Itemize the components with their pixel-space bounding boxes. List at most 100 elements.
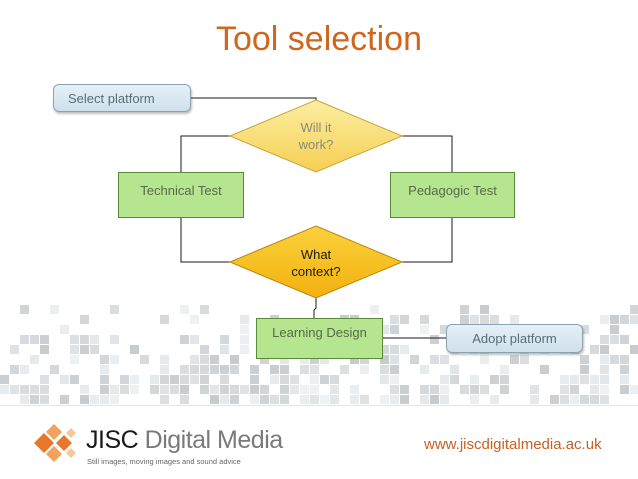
pattern-square — [400, 345, 409, 354]
pattern-square — [280, 375, 289, 384]
pattern-square — [40, 385, 49, 394]
pattern-square — [210, 385, 219, 394]
pattern-square — [530, 385, 539, 394]
adopt-platform-label: Adopt platform — [472, 331, 557, 346]
pattern-square — [0, 375, 9, 384]
pattern-square — [360, 395, 369, 404]
pattern-square — [330, 395, 339, 404]
pattern-square — [330, 375, 339, 384]
pattern-square — [230, 395, 239, 404]
pattern-square — [50, 365, 59, 374]
pattern-square — [620, 355, 629, 364]
pattern-square — [170, 375, 179, 384]
decision-diamond-what-context — [228, 225, 404, 299]
pattern-square — [30, 355, 39, 364]
pattern-square — [420, 395, 429, 404]
pattern-square — [610, 315, 619, 324]
pattern-square — [600, 385, 609, 394]
pattern-square — [330, 385, 339, 394]
pattern-square — [460, 385, 469, 394]
pattern-square — [230, 355, 239, 364]
pattern-square — [120, 385, 129, 394]
pattern-square — [260, 355, 269, 364]
pattern-square — [280, 355, 289, 364]
pattern-square — [20, 385, 29, 394]
pattern-square — [60, 325, 69, 334]
pattern-square — [390, 325, 399, 334]
pattern-square — [90, 345, 99, 354]
pattern-square — [420, 315, 429, 324]
pattern-square — [380, 345, 389, 354]
pattern-square — [280, 395, 289, 404]
pattern-square — [400, 395, 409, 404]
pattern-square — [100, 365, 109, 374]
pattern-square — [600, 375, 609, 384]
connector-will-it-work-to-technical — [180, 135, 230, 172]
pedagogic-test-node: Pedagogic Test — [390, 172, 515, 218]
pattern-square — [260, 385, 269, 394]
pattern-square — [190, 315, 199, 324]
pattern-square — [190, 355, 199, 364]
pattern-square — [470, 375, 479, 384]
pattern-square — [80, 395, 89, 404]
pattern-square — [190, 365, 199, 374]
website-link[interactable]: www.jiscdigitalmedia.ac.uk — [424, 436, 602, 453]
pattern-square — [180, 395, 189, 404]
connector-technical-to-what-context — [180, 218, 230, 263]
pattern-square — [130, 345, 139, 354]
will-it-work-label: Will it work? — [276, 119, 356, 153]
pattern-square — [410, 355, 419, 364]
select-platform-label: Select platform — [68, 90, 155, 106]
pattern-square — [380, 355, 389, 364]
pattern-square — [60, 375, 69, 384]
pattern-square — [430, 355, 439, 364]
pattern-square — [190, 335, 199, 344]
pattern-square — [580, 355, 589, 364]
pattern-square — [180, 385, 189, 394]
pattern-square — [10, 385, 19, 394]
pattern-square — [560, 395, 569, 404]
jisc-logo-icon — [34, 424, 76, 462]
pattern-square — [80, 335, 89, 344]
pattern-square — [510, 315, 519, 324]
decision-diamond-will-it-work — [228, 99, 404, 173]
pattern-square — [400, 385, 409, 394]
pattern-square — [440, 395, 449, 404]
pattern-square — [590, 375, 599, 384]
pattern-square — [240, 325, 249, 334]
pattern-square — [440, 385, 449, 394]
pattern-square — [490, 375, 499, 384]
pattern-square — [320, 395, 329, 404]
pattern-square — [70, 345, 79, 354]
pattern-square — [250, 365, 259, 374]
pattern-square — [10, 345, 19, 354]
pattern-square — [500, 375, 509, 384]
pattern-square — [450, 365, 459, 374]
pattern-square — [210, 395, 219, 404]
pattern-square — [280, 365, 289, 374]
pattern-square — [420, 325, 429, 334]
pattern-square — [160, 365, 169, 374]
pattern-square — [310, 375, 319, 384]
pattern-square — [360, 355, 369, 364]
pattern-square — [160, 375, 169, 384]
pattern-square — [270, 395, 279, 404]
pattern-square — [600, 345, 609, 354]
pattern-square — [520, 355, 529, 364]
pattern-square — [310, 365, 319, 374]
pattern-square — [500, 365, 509, 374]
pattern-square — [140, 355, 149, 364]
pattern-square — [50, 305, 59, 314]
pattern-square — [320, 375, 329, 384]
pattern-square — [480, 315, 489, 324]
pattern-square — [220, 335, 229, 344]
pattern-square — [550, 395, 559, 404]
logo-light-text: Digital Media — [144, 426, 284, 454]
pattern-square — [230, 365, 239, 374]
pattern-square — [20, 395, 29, 404]
pattern-square — [620, 365, 629, 374]
pattern-square — [610, 325, 619, 334]
pattern-square — [400, 315, 409, 324]
will-it-work-line-2: work? — [298, 137, 334, 152]
pattern-square — [630, 315, 638, 324]
